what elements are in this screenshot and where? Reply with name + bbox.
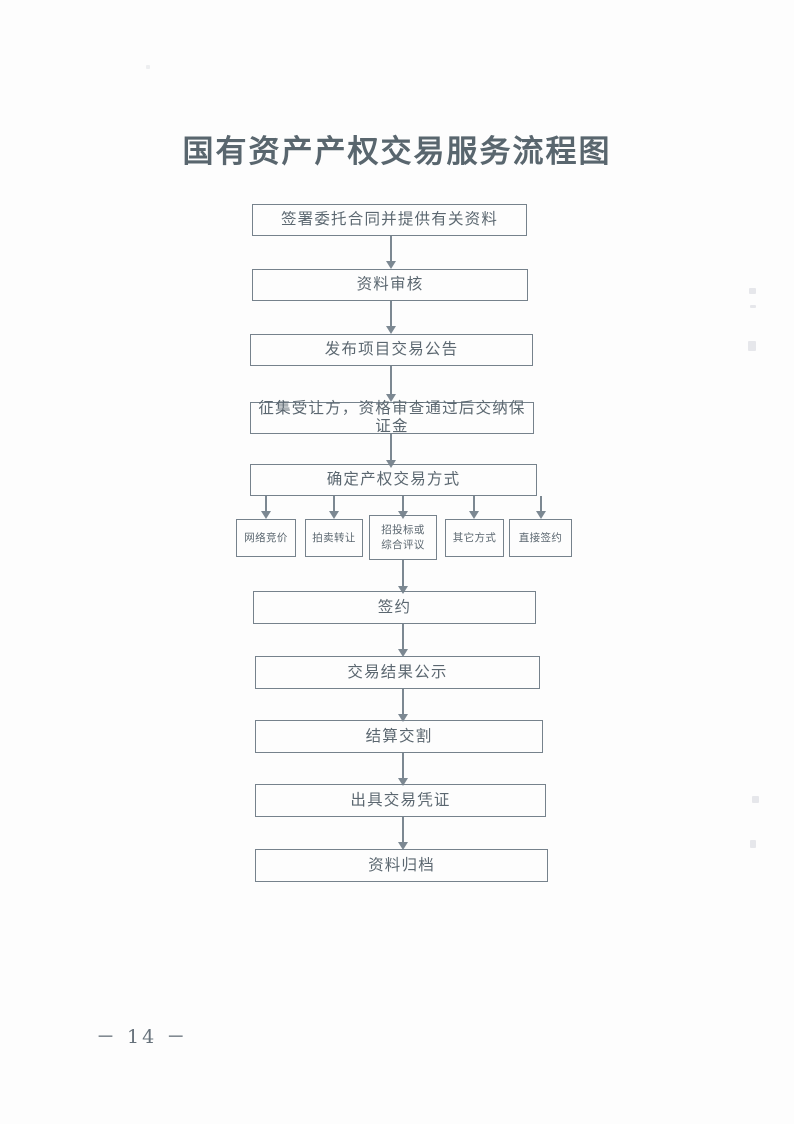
flow-node-branch-1: 网络竞价 [236,519,296,557]
flow-node-label: 签署委托合同并提供有关资料 [280,210,499,229]
arrow-head [386,261,396,269]
flow-node-branch-4: 其它方式 [445,519,504,557]
arrow-head [386,326,396,334]
arrow-head [261,511,271,519]
flow-node-step-1: 签署委托合同并提供有关资料 [252,204,527,236]
scan-artifact [146,65,150,69]
arrow-head [469,511,479,519]
connector-7-8 [402,689,404,716]
branch-connector-4 [473,496,475,513]
arrow-head [386,394,396,402]
connector-1-2 [390,236,392,263]
flow-node-label: 资料审核 [356,275,424,294]
flow-node-label: 结算交割 [365,726,433,745]
flow-node-label-line1: 拍卖转让 [312,531,356,544]
flow-node-step-7: 交易结果公示 [255,656,540,689]
arrow-head [398,586,408,594]
connector-3-4 [390,366,392,396]
flow-node-label-line1: 其它方式 [452,531,497,544]
flow-node-step-5: 确定产权交易方式 [250,464,537,496]
flow-node-label: 出具交易凭证 [350,790,451,809]
flow-node-step-2: 资料审核 [252,269,528,301]
flow-node-label-line1: 直接签约 [518,531,563,544]
arrow-head [398,778,408,786]
flow-node-label: 发布项目交易公告 [324,340,459,359]
branch-connector-1 [265,496,267,513]
connector-2-3 [390,301,392,328]
scan-artifact [750,305,756,308]
branch-connector-2 [333,496,335,513]
flow-node-label-line1: 招投标或 [381,524,425,537]
connector-8-9 [402,753,404,780]
flow-node-branch-5: 直接签约 [509,519,572,557]
connector-9-10 [402,817,404,844]
flow-node-step-10: 资料归档 [255,849,548,882]
flow-node-label: 交易结果公示 [347,662,448,681]
flow-node-label-line1: 网络竞价 [244,531,288,544]
arrow-head [398,842,408,850]
flow-node-step-4: 征集受让方，资格审查通过后交纳保证金 [250,399,534,435]
flow-node-label: 资料归档 [368,855,435,874]
scan-artifact [752,796,759,803]
arrow-head [536,511,546,519]
flow-node-label: 确定产权交易方式 [326,470,461,489]
flow-node-label-line2: 综合评议 [381,538,425,551]
page-title: 国有资产产权交易服务流程图 [182,134,612,170]
branch-connector-5 [540,496,542,513]
flow-node-label: 签约 [377,597,412,616]
arrow-head [329,511,339,519]
branch-connector-3 [402,496,404,513]
flow-node-step-8: 结算交割 [255,720,543,753]
flow-node-step-3: 发布项目交易公告 [250,334,533,366]
flow-node-label: 征集受让方，资格审查通过后交纳保证金 [258,399,526,435]
flow-node-branch-2: 拍卖转让 [305,519,363,557]
flow-node-step-6: 签约 [253,591,536,624]
connector-6-7 [402,624,404,651]
scan-artifact [749,288,756,294]
scan-artifact [748,341,756,351]
flow-node-branch-3: 招投标或 综合评议 [369,515,437,560]
arrow-head [398,649,408,657]
connector-branch-merge [402,560,404,588]
scan-artifact [750,840,756,848]
connector-4-5 [390,434,392,462]
page-number: － 14 － [96,1026,189,1048]
arrow-head [398,714,408,722]
flow-node-step-9: 出具交易凭证 [255,784,546,817]
